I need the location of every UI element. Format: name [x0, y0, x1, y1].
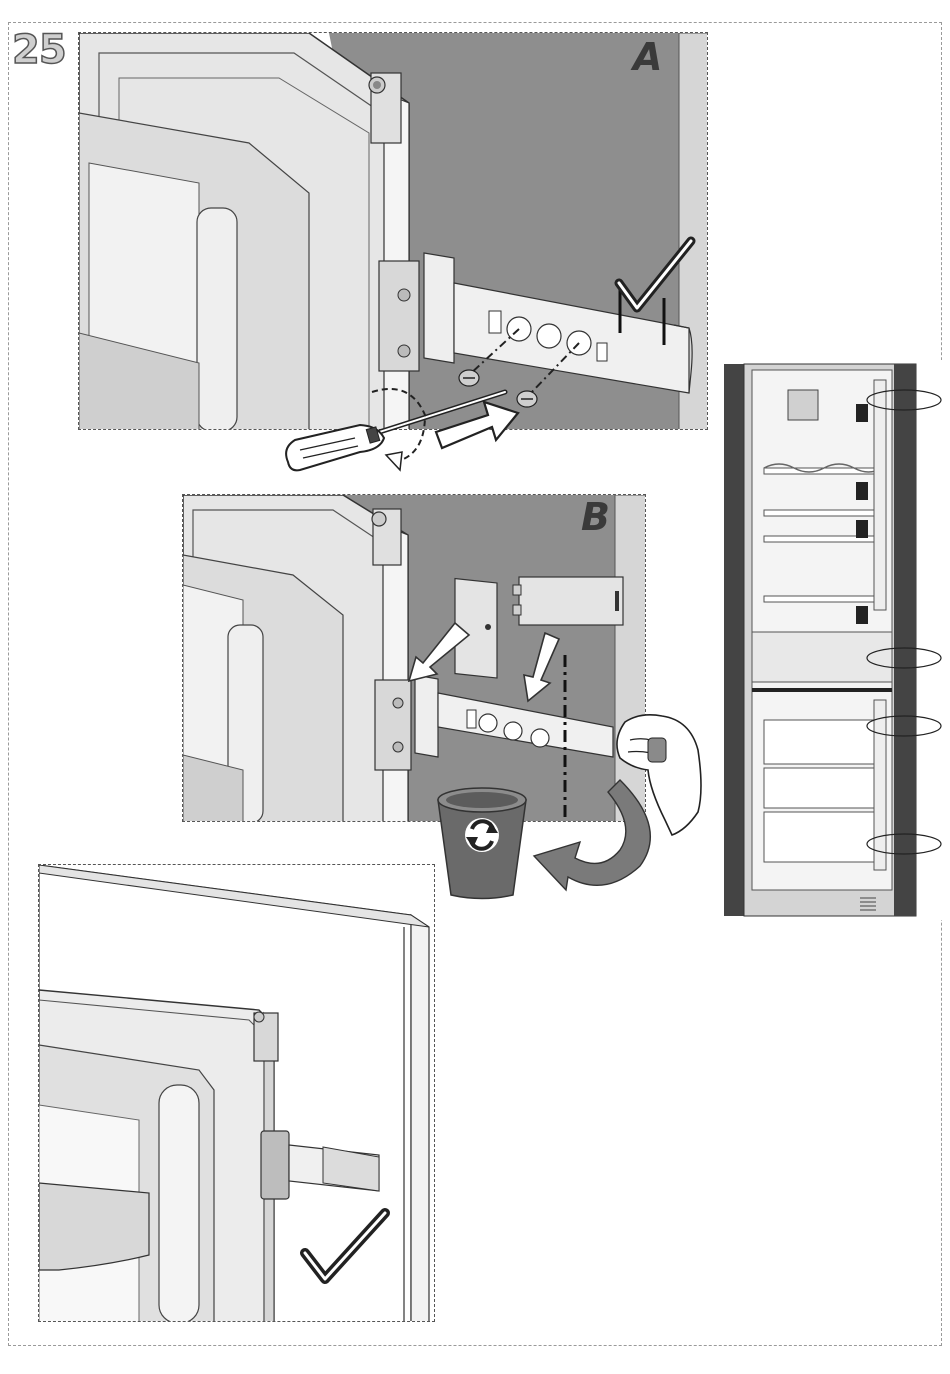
- checkmark-icon: [297, 1205, 393, 1289]
- screw: [459, 370, 479, 386]
- panel-b-illustration: [183, 495, 646, 822]
- panel-a-illustration: [79, 33, 708, 430]
- screw: [517, 391, 537, 407]
- fridge-overview: [724, 360, 946, 920]
- step-number: 25: [12, 26, 66, 74]
- checkmark-icon: [609, 233, 699, 323]
- panel-a: A: [78, 32, 708, 430]
- panel-a-letter: A: [633, 35, 662, 79]
- panel-b-letter: B: [581, 495, 610, 539]
- panel-b: B: [182, 494, 646, 822]
- panel-c: [38, 864, 435, 1322]
